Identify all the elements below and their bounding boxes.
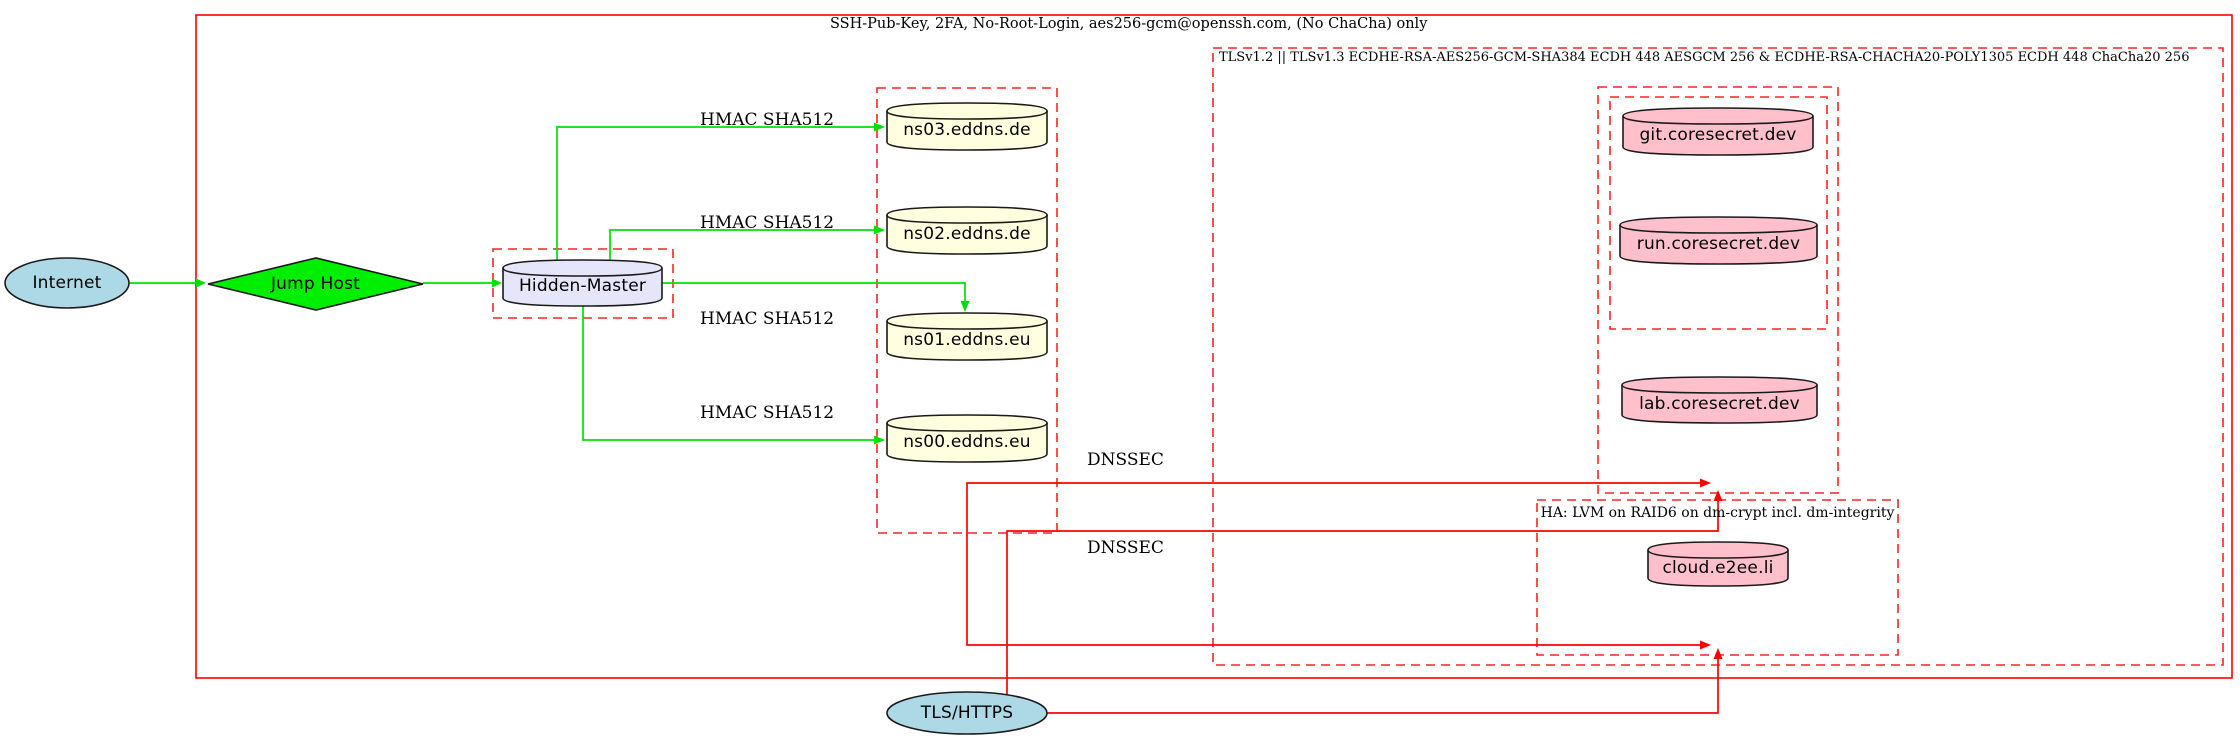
cluster-ha-label: HA: LVM on RAID6 on dm-crypt incl. dm-in…	[1540, 505, 1895, 521]
lab-node-shape	[1621, 376, 1818, 424]
arrowhead	[1713, 490, 1723, 501]
arrowhead	[196, 278, 206, 288]
cluster-ssh-box	[195, 14, 2233, 679]
cylinder-rim	[1619, 224, 1818, 234]
arrowhead	[492, 278, 502, 288]
edge-tlshttps-coresecret	[1006, 501, 1719, 695]
edge-label-hmac-ns00: HMAC SHA512	[700, 403, 835, 423]
arrowhead	[874, 435, 885, 445]
edge-tlshttps-ha	[1047, 659, 1719, 714]
cluster-ssh-label: SSH-Pub-Key, 2FA, No-Root-Login, aes256-…	[830, 16, 1428, 32]
edge-label-hmac-ns01: HMAC SHA512	[700, 309, 835, 329]
edge-label-hmac-ns02: HMAC SHA512	[700, 213, 835, 233]
ns02-node-shape	[886, 206, 1048, 255]
cylinder-rim	[886, 422, 1048, 432]
arrowhead	[1700, 640, 1711, 650]
git-node-shape	[1622, 107, 1814, 156]
tls-https-node-label: TLS/HTTPS	[920, 702, 1014, 723]
ns00-node-label: ns00.eddns.eu	[903, 432, 1031, 452]
arrowhead	[1713, 648, 1723, 659]
ns00-node-shape	[886, 414, 1048, 463]
ns02-node-label: ns02.eddns.de	[903, 224, 1031, 244]
cylinder-rim	[502, 267, 663, 277]
cluster-boxes	[195, 14, 2233, 679]
edge-eddns-ha-dnssec	[966, 533, 1701, 646]
ns01-node-label: ns01.eddns.eu	[903, 330, 1031, 350]
run-node-label: run.coresecret.dev	[1636, 234, 1801, 254]
hidden-master-node-label: Hidden-Master	[518, 275, 647, 296]
cluster-eddns-box	[876, 87, 1058, 534]
cylinder-rim	[886, 214, 1048, 224]
node-shapes	[4, 102, 1818, 735]
cylinder-rim	[886, 320, 1048, 330]
internet-node-label: Internet	[32, 272, 102, 293]
tls-https-node-shape	[886, 691, 1048, 735]
cylinder-rim	[886, 110, 1048, 120]
internet-node-shape	[4, 257, 130, 309]
arrowhead	[874, 225, 885, 235]
edge-eddns-coresecret-dnssec	[966, 482, 1701, 533]
jump-host-node-label: Jump Host	[270, 273, 361, 294]
cylinder-rim	[1621, 384, 1818, 394]
cluster-tls-label: TLSv1.2 || TLSv1.3 ECDHE-RSA-AES256-GCM-…	[1219, 50, 2190, 65]
ns03-node-label: ns03.eddns.de	[903, 120, 1031, 140]
run-node-shape	[1619, 216, 1818, 265]
arrowhead	[1700, 478, 1711, 488]
edge-hiddenmaster-ns01	[662, 282, 966, 302]
arrowhead	[960, 301, 970, 312]
edge-hiddenmaster-ns03	[556, 126, 875, 260]
cloud-node-shape	[1647, 541, 1789, 587]
edge-label-dnssec-1: DNSSEC	[1087, 450, 1164, 470]
hidden-master-node-shape	[502, 259, 663, 307]
cloud-node-label: cloud.e2ee.li	[1662, 557, 1774, 578]
edge-hiddenmaster-ns02	[609, 229, 875, 260]
lab-node-label: lab.coresecret.dev	[1639, 393, 1800, 414]
cylinder-rim	[1647, 549, 1789, 559]
git-node-label: git.coresecret.dev	[1639, 125, 1797, 145]
arrowhead	[874, 122, 885, 132]
edge-label-dnssec-2: DNSSEC	[1087, 538, 1164, 558]
ns03-node-shape	[886, 102, 1048, 151]
ns01-node-shape	[886, 312, 1048, 361]
edge-label-hmac-ns03: HMAC SHA512	[700, 110, 835, 130]
edge-hiddenmaster-ns00	[582, 306, 875, 441]
cluster-gitrun-box	[1609, 96, 1828, 330]
cylinder-rim	[1622, 115, 1814, 125]
jump-host-node-shape	[207, 257, 424, 311]
edges	[130, 122, 1723, 714]
